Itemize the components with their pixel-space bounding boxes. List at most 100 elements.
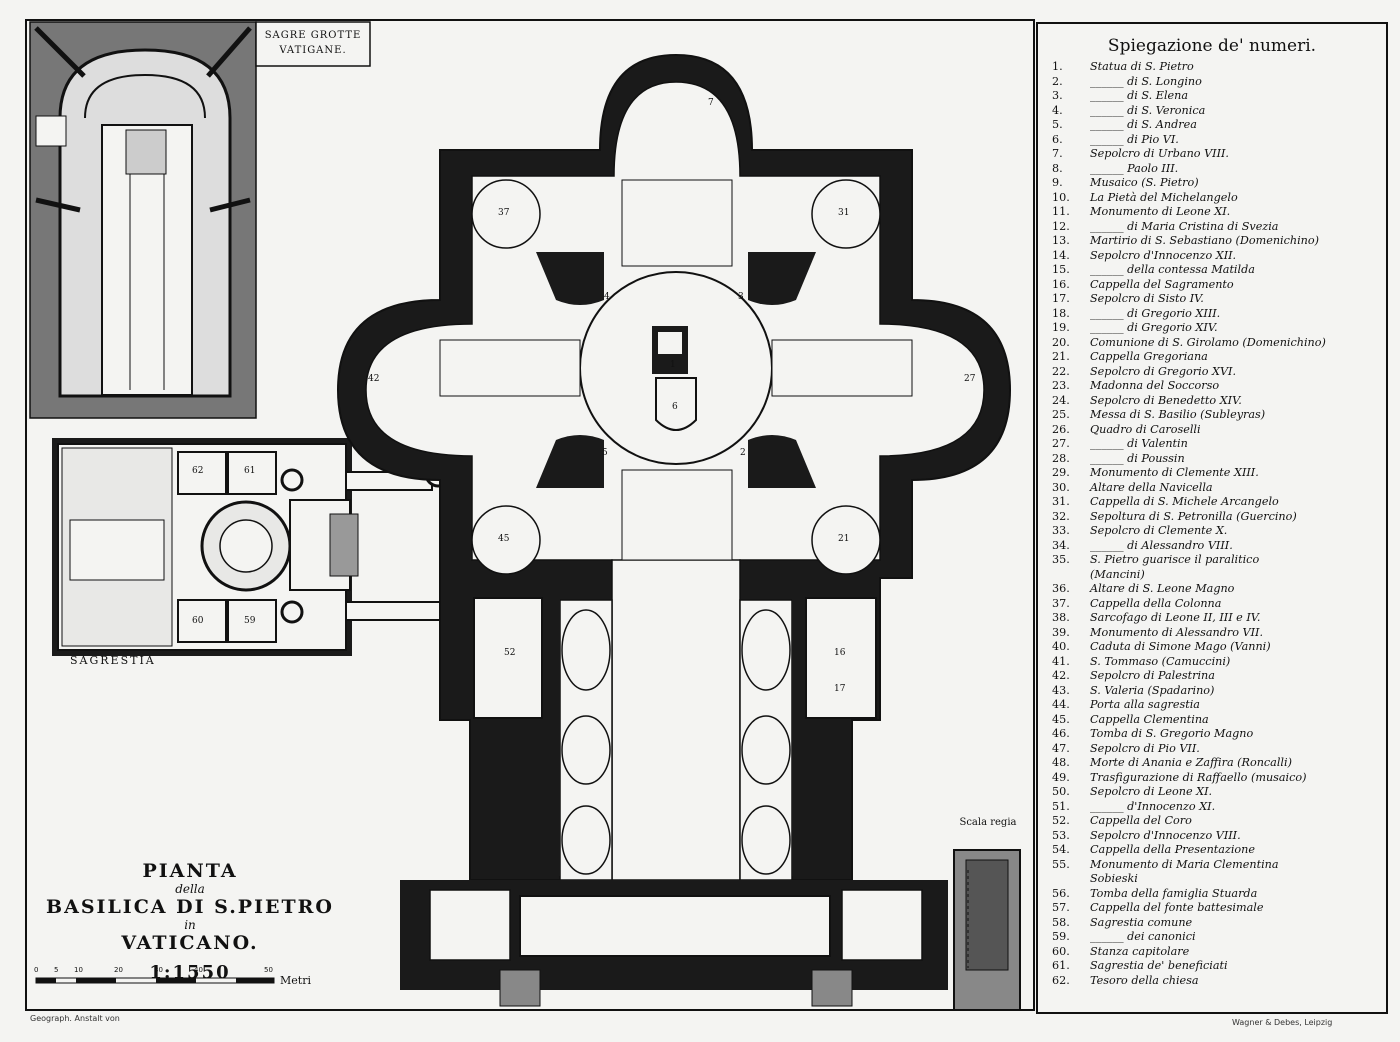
scale-tick: 10 [74, 966, 83, 974]
legend-item: 54.Cappella della Presentazione [1052, 843, 1382, 857]
plan-number-2: 2 [740, 448, 746, 458]
legend-item: 17.Sepolcro di Sisto IV. [1052, 292, 1382, 306]
plan-frame [25, 19, 1035, 1011]
legend-item-text: Sepolcro di Urbano VIII. [1090, 147, 1229, 160]
legend-item: 36.Altare di S. Leone Magno [1052, 582, 1382, 596]
legend-item-text: Morte di Anania e Zaffira (Roncalli) [1090, 756, 1292, 769]
legend-item-text: ______ di Gregorio XIV. [1090, 321, 1218, 334]
legend-item: 12. ______ di Maria Cristina di Svezia [1052, 220, 1382, 234]
sagrestia-label: SAGRESTIA [70, 654, 156, 667]
legend-item-number: 37. [1052, 596, 1070, 610]
legend-item-text: Sepolcro di Sisto IV. [1090, 292, 1204, 305]
legend-item: 33.Sepolcro di Clemente X. [1052, 524, 1382, 538]
legend-item-number: 19. [1052, 321, 1070, 334]
sacristy-complex [52, 438, 477, 656]
legend-item: 18.______ di Gregorio XIII. [1052, 307, 1382, 321]
legend-item-number: 53. [1052, 828, 1070, 842]
legend-item-number: 58. [1052, 915, 1070, 929]
legend-item-number: 59. [1052, 930, 1070, 943]
legend-item-text: Porta alla sagrestia [1090, 698, 1200, 711]
legend-item-text: Sepolcro di Gregorio XVI. [1090, 364, 1237, 378]
legend-item: 10.La Pietà del Michelangelo [1052, 191, 1382, 205]
legend-item: 57.Cappella del fonte battesimale [1052, 901, 1382, 915]
plan-number-5: 5 [602, 448, 608, 458]
plan-number-62: 62 [192, 466, 204, 476]
legend-item: 40.Caduta di Simone Mago (Vanni) [1052, 640, 1382, 654]
plan-number-27: 27 [964, 374, 976, 384]
legend-item: 60.Stanza capitolare [1052, 945, 1382, 959]
legend-item-text: Altare della Navicella [1090, 480, 1213, 494]
legend-item: 2.______ di S. Longino [1052, 75, 1382, 89]
legend-item-number: 7. [1052, 147, 1063, 160]
grotte-label-text: SAGRE GROTTE VATIGANE. [264, 30, 362, 56]
legend-item: 24.Sepolcro di Benedetto XIV. [1052, 394, 1382, 408]
scale-bar [35, 977, 275, 984]
legend-item-text: ______ di S. Longino [1090, 74, 1202, 88]
legend-item-number: 6. [1052, 132, 1063, 146]
legend-item-number: 57. [1052, 901, 1070, 914]
legend-item-text: Cappella Clementina [1090, 712, 1209, 726]
legend-item: 15.______ della contessa Matilda [1052, 263, 1382, 277]
legend-item-text: Martirio di S. Sebastiano (Domenichino) [1090, 234, 1319, 247]
legend-item: 8.______ Paolo III. [1052, 162, 1382, 176]
legend-item-text: S. Valeria (Spadarino) [1090, 683, 1215, 697]
legend-item-text: ______ dei canonici [1090, 930, 1196, 943]
legend-item-text: ______ di Poussin [1090, 451, 1185, 465]
legend-item-text: (Mancini) [1090, 567, 1145, 581]
legend-item-number: 45. [1052, 712, 1070, 726]
legend-item-text: Quadro di Caroselli [1090, 422, 1201, 436]
legend-item-number: 46. [1052, 727, 1070, 740]
legend-item-number: 16. [1052, 277, 1070, 291]
legend-item-number: 13. [1052, 234, 1070, 247]
legend-item-text: ______ di Maria Cristina di Svezia [1090, 219, 1279, 233]
plan-number-7: 7 [708, 98, 714, 108]
plan-number-45: 45 [498, 534, 510, 544]
plan-number-42: 42 [368, 374, 380, 384]
imprint-left: Geograph. Anstalt von [30, 1014, 120, 1023]
legend-item-text: Tomba di S. Gregorio Magno [1090, 727, 1254, 740]
legend-item-text: Cappella Gregoriana [1090, 350, 1208, 363]
legend-item: 44. Porta alla sagrestia [1052, 698, 1382, 712]
legend-item-number: 31. [1052, 495, 1070, 508]
legend-item-number: 34. [1052, 538, 1070, 552]
legend-item-number: 11. [1052, 205, 1070, 218]
legend-item-number: 49. [1052, 770, 1070, 784]
legend-item-number: 12. [1052, 219, 1070, 233]
legend-item-text: ______ di S. Andrea [1090, 118, 1197, 131]
legend-item: 6.______ di Pio VI. [1052, 133, 1382, 147]
legend-item: 29.Monumento di Clemente XIII. [1052, 466, 1382, 480]
legend-item: 31.Cappella di S. Michele Arcangelo [1052, 495, 1382, 509]
plan-number-59: 59 [244, 616, 256, 626]
legend-item-text: Sagrestia comune [1090, 915, 1193, 929]
legend-item-number: 14. [1052, 248, 1070, 262]
legend-item-number: 9. [1052, 176, 1063, 189]
legend-item-text: Monumento di Clemente XIII. [1090, 466, 1259, 479]
legend-item: 5.______ di S. Andrea [1052, 118, 1382, 132]
legend-item-number: 8. [1052, 161, 1063, 175]
plan-number-3: 3 [738, 292, 744, 302]
portico [400, 849, 1021, 1011]
legend-item-number: 42. [1052, 669, 1070, 682]
scale-unit: Metri [280, 974, 311, 987]
legend-item-number: 44. [1052, 698, 1070, 711]
legend-title: Spiegazione de' numeri. [1107, 36, 1317, 56]
title-block: PIANTA della BASILICA DI S.PIETRO in VAT… [40, 860, 340, 983]
legend-item-number: 23. [1052, 379, 1070, 392]
legend-item: 4.______ di S. Veronica [1052, 104, 1382, 118]
legend-item: 58. Sagrestia comune [1052, 916, 1382, 930]
legend-item: 20.Comunione di S. Girolamo (Domenichino… [1052, 336, 1382, 350]
legend-item-number: 62. [1052, 973, 1070, 987]
scale-tick: 30 [154, 966, 163, 974]
legend-item-number: 18. [1052, 306, 1070, 320]
legend-item: 41.S. Tommaso (Camuccini) [1052, 655, 1382, 669]
legend-item-text: Cappella della Presentazione [1090, 843, 1255, 856]
legend-item-text: Monumento di Maria Clementina [1090, 857, 1279, 871]
legend-item-text: ______ di Valentin [1090, 437, 1188, 450]
legend-item-number: 4. [1052, 103, 1063, 117]
legend-item: 35.S. Pietro guarisce il paralitico [1052, 553, 1382, 567]
legend-item-number: 47. [1052, 741, 1070, 755]
legend-item: 50.Sepolcro di Leone XI. [1052, 785, 1382, 799]
legend-item: 28.______ di Poussin [1052, 452, 1382, 466]
